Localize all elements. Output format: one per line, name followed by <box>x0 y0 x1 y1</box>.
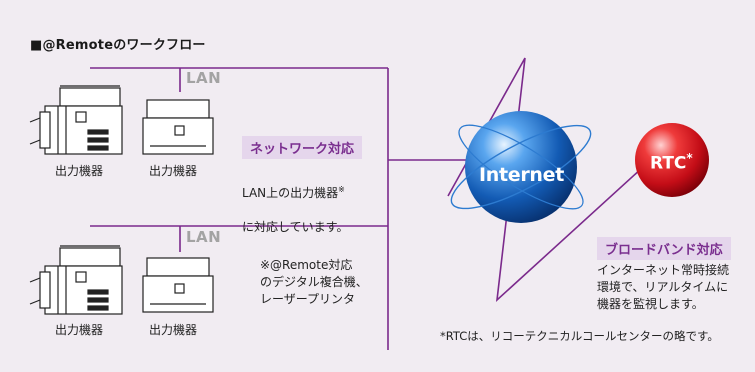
printer-small-bottom-icon <box>142 257 214 313</box>
network-line1: LAN上の出力機器 <box>242 186 339 200</box>
lan-label-bottom: LAN <box>186 228 222 246</box>
rtc-label-mark: * <box>686 151 693 165</box>
device-label-top-large: 出力機器 <box>55 164 104 178</box>
network-support-text: LAN上の出力機器※ に対応しています。 <box>242 164 348 236</box>
printer-large-bottom-icon <box>29 245 123 315</box>
remote-note: ※@Remote対応 のデジタル複合機、 レーザープリンタ <box>260 258 368 306</box>
printer-small-top-icon <box>142 99 214 155</box>
lan-label-top: LAN <box>186 69 222 87</box>
device-label-bottom-large: 出力機器 <box>55 323 104 337</box>
internet-label: Internet <box>479 164 565 186</box>
device-label-bottom-small: 出力機器 <box>149 323 198 337</box>
internet-globe-icon <box>450 111 592 223</box>
broadband-support-badge: ブロードバンド対応 <box>597 237 731 260</box>
network-line1-mark: ※ <box>338 185 345 194</box>
diagram-title: ■@Remoteのワークフロー <box>30 38 206 53</box>
rtc-label-text: RTC <box>650 153 687 174</box>
rtc-footnote: *RTCは、リコーテクニカルコールセンターの略です。 <box>440 329 719 343</box>
device-label-top-small: 出力機器 <box>149 164 198 178</box>
rtc-sphere-icon <box>635 123 709 197</box>
printer-large-top-icon <box>29 85 123 155</box>
rtc-label: RTC* <box>650 151 693 174</box>
network-line2: に対応しています。 <box>242 220 349 234</box>
network-support-badge: ネットワーク対応 <box>242 136 363 159</box>
broadband-support-text: インターネット常時接続 環境で、リアルタイムに 機器を監視します。 <box>597 263 730 311</box>
